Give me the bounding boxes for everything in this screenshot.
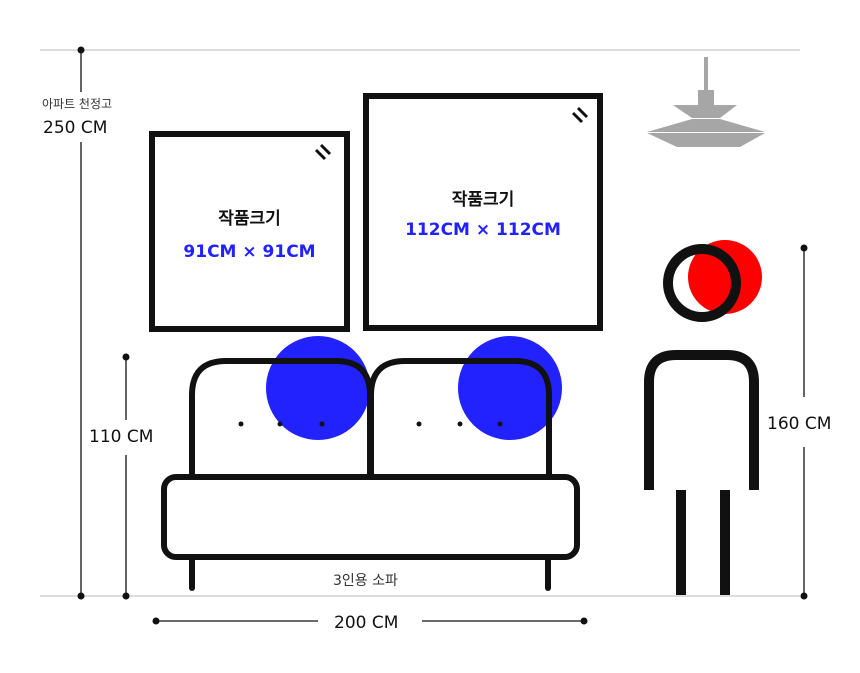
- sofa-caption: 3인용 소파: [333, 573, 398, 589]
- glare-icon: [314, 143, 332, 161]
- artwork-large-title: 작품크기: [451, 190, 515, 210]
- ceiling-caption: 아파트 천정고: [42, 97, 113, 111]
- pendant-lamp-icon: [647, 57, 765, 147]
- artwork-frame-large: [363, 93, 603, 331]
- sofa-illustration: [161, 358, 580, 591]
- sofa-buttons: [238, 421, 503, 427]
- artwork-large-size: 112CM × 112CM: [405, 220, 561, 240]
- artwork-small-title: 작품크기: [218, 209, 281, 229]
- person-body: [644, 350, 759, 490]
- sofa-height-label: 110 CM: [89, 427, 154, 447]
- glare-icon: [571, 106, 589, 124]
- red-accent-circle: [688, 240, 762, 314]
- artwork-small-size: 91CM × 91CM: [183, 242, 316, 262]
- artwork-frame-small: [149, 131, 350, 332]
- person-leg: [720, 490, 730, 595]
- sofa-width-label: 200 CM: [334, 613, 399, 633]
- person-height-label: 160 CM: [767, 414, 832, 434]
- person-leg: [676, 490, 686, 595]
- person-head: [663, 244, 741, 322]
- ceiling-height-label: 250 CM: [43, 118, 108, 138]
